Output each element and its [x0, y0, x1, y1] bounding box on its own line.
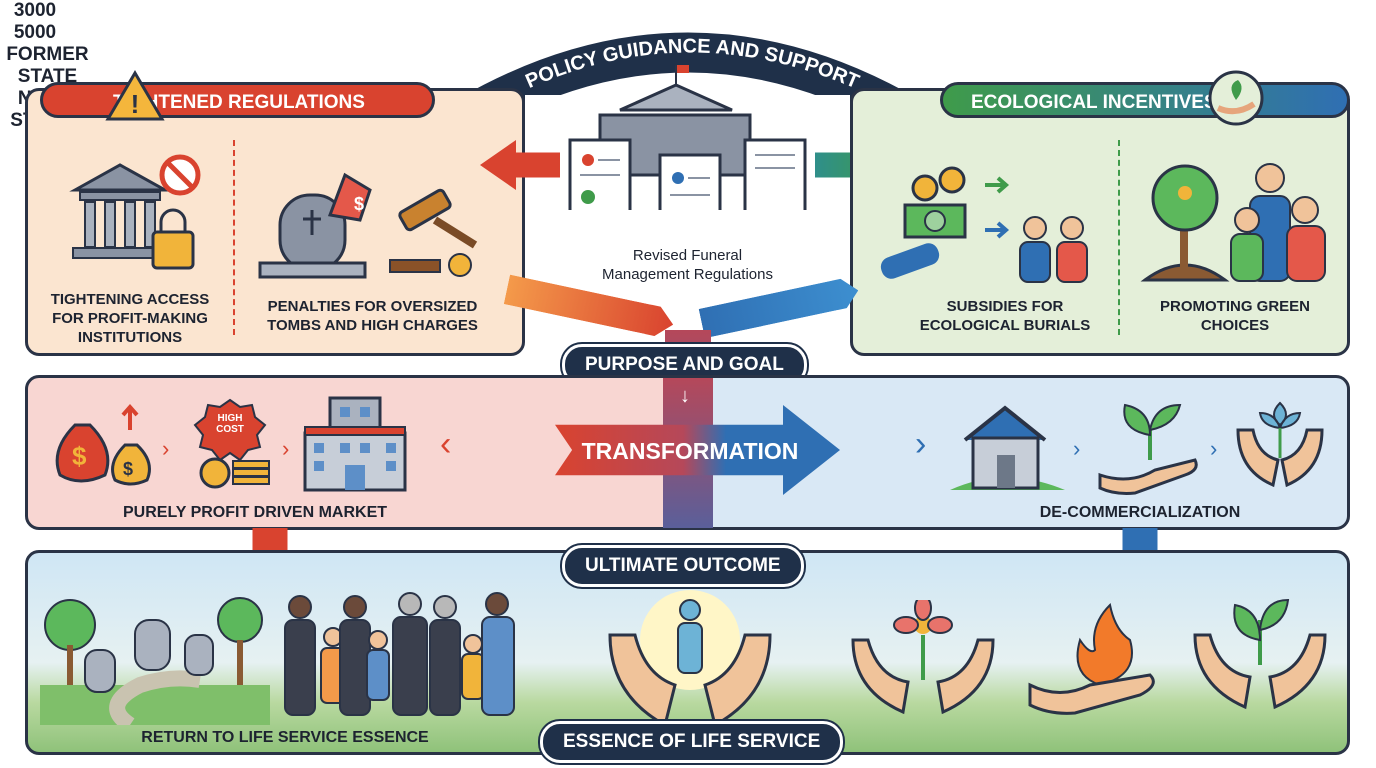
- subsidy-amount-1: 3000: [13, 0, 57, 21]
- chevron-icon: ›: [282, 436, 290, 461]
- chevron-left-icon: ‹: [440, 425, 452, 463]
- government-documents-icon: [568, 65, 807, 210]
- chevron-icon: ›: [1210, 436, 1218, 461]
- cemetery-park-icon: [40, 597, 270, 725]
- divider: [233, 140, 235, 335]
- ecological-incentives-header: ECOLOGICAL INCENTIVES: [940, 82, 1350, 118]
- hands-flower-icon: [1236, 401, 1324, 488]
- down-arrow-small: ↓: [680, 385, 690, 407]
- tree-family-icon: [1140, 163, 1326, 282]
- former-state-label: FORMER STATE: [6, 44, 89, 87]
- return-essence-caption: RETURN TO LIFE SERVICE ESSENCE: [141, 729, 429, 746]
- ultimate-outcome-label: ULTIMATE OUTCOME: [562, 545, 804, 587]
- hands-plant-bottom-icon: [1193, 598, 1327, 710]
- money-family-icon: [903, 166, 1088, 283]
- office-building-icon: [303, 396, 407, 492]
- penalties-caption: PENALTIES FOR OVERSIZED TOMBS AND HIGH C…: [267, 298, 478, 334]
- essence-life-service-label: ESSENCE OF LIFE SERVICE: [540, 721, 844, 763]
- caption-line-2: Management Regulations: [602, 266, 773, 283]
- hands-person-light-icon: [608, 590, 772, 728]
- hands-flower-bottom-icon: [851, 600, 995, 715]
- subsidy-amount-2: 5000: [13, 22, 57, 43]
- high-cost-coins-icon: [193, 398, 270, 489]
- subsidies-caption: SUBSIDIES FOR ECOLOGICAL BURIALS: [919, 298, 1091, 334]
- de-commercialization-caption: DE-COMMERCIALIZATION: [1039, 504, 1241, 521]
- tomb-gavel-icon: $: [258, 172, 478, 279]
- transformation-label: TRANSFORMATION: [581, 438, 799, 464]
- high-cost-badge: HIGH COST: [216, 413, 244, 435]
- chevron-icon: ›: [162, 436, 170, 461]
- money-bags-icon: $ $: [55, 403, 151, 486]
- tightened-regulations-header: TIGHTENED REGULATIONS: [40, 82, 435, 118]
- header-label: TIGHTENED REGULATIONS: [113, 92, 365, 113]
- bank-lock-icon: [69, 154, 201, 270]
- header-label: ECOLOGICAL INCENTIVES: [971, 92, 1217, 113]
- warning-icon: !: [105, 70, 165, 121]
- house-icon: [950, 405, 1065, 490]
- svg-text:$: $: [354, 194, 364, 214]
- family-group-icon: [284, 592, 515, 716]
- chevron-icon: ›: [1073, 436, 1081, 461]
- divider: [1118, 140, 1120, 335]
- chevron-icon: ›: [915, 425, 927, 463]
- hand-plant-icon: [1208, 70, 1264, 126]
- green-choices-caption: PROMOTING GREEN CHOICES: [1159, 298, 1310, 334]
- hand-seedling-icon: [1098, 403, 1198, 495]
- tightening-access-caption: TIGHTENING ACCESS FOR PROFIT-MAKING INST…: [50, 291, 210, 346]
- profit-market-caption: PURELY PROFIT DRIVEN MARKET: [122, 504, 388, 521]
- svg-text:$: $: [123, 459, 133, 479]
- policy-arc-banner: POLICY GUIDANCE AND SUPPORT: [460, 32, 916, 133]
- hand-flame-icon: [1028, 602, 1155, 715]
- revised-regulations-caption: Revised Funeral Management Regulations: [560, 246, 815, 284]
- svg-text:!: !: [131, 89, 140, 119]
- caption-line-1: Revised Funeral: [632, 247, 743, 264]
- svg-text:$: $: [72, 441, 87, 471]
